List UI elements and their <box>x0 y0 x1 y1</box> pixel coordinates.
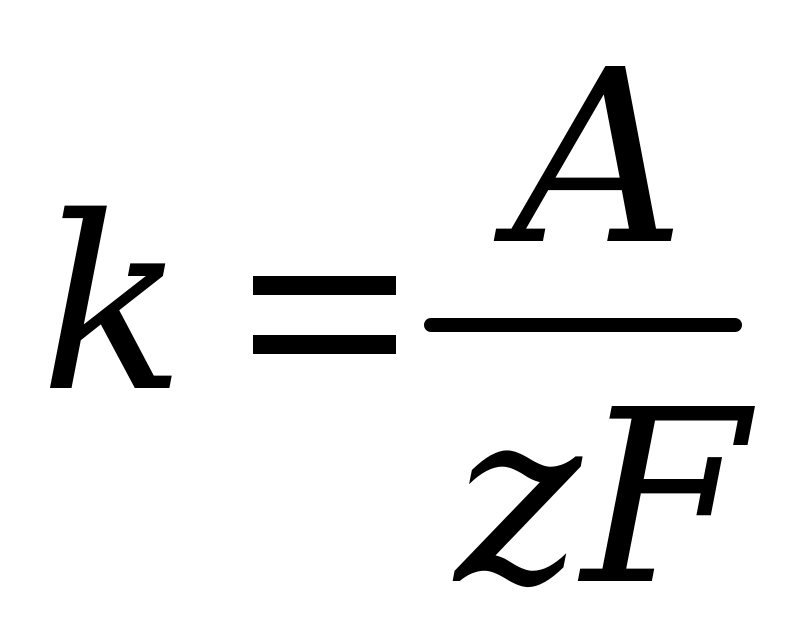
denominator: zF <box>455 358 748 638</box>
fraction-bar <box>424 318 742 332</box>
equals-sign-top-bar <box>253 276 396 295</box>
equals-sign-bottom-bar <box>253 335 396 354</box>
numerator: A <box>512 18 686 298</box>
variable-k: k <box>40 165 186 445</box>
